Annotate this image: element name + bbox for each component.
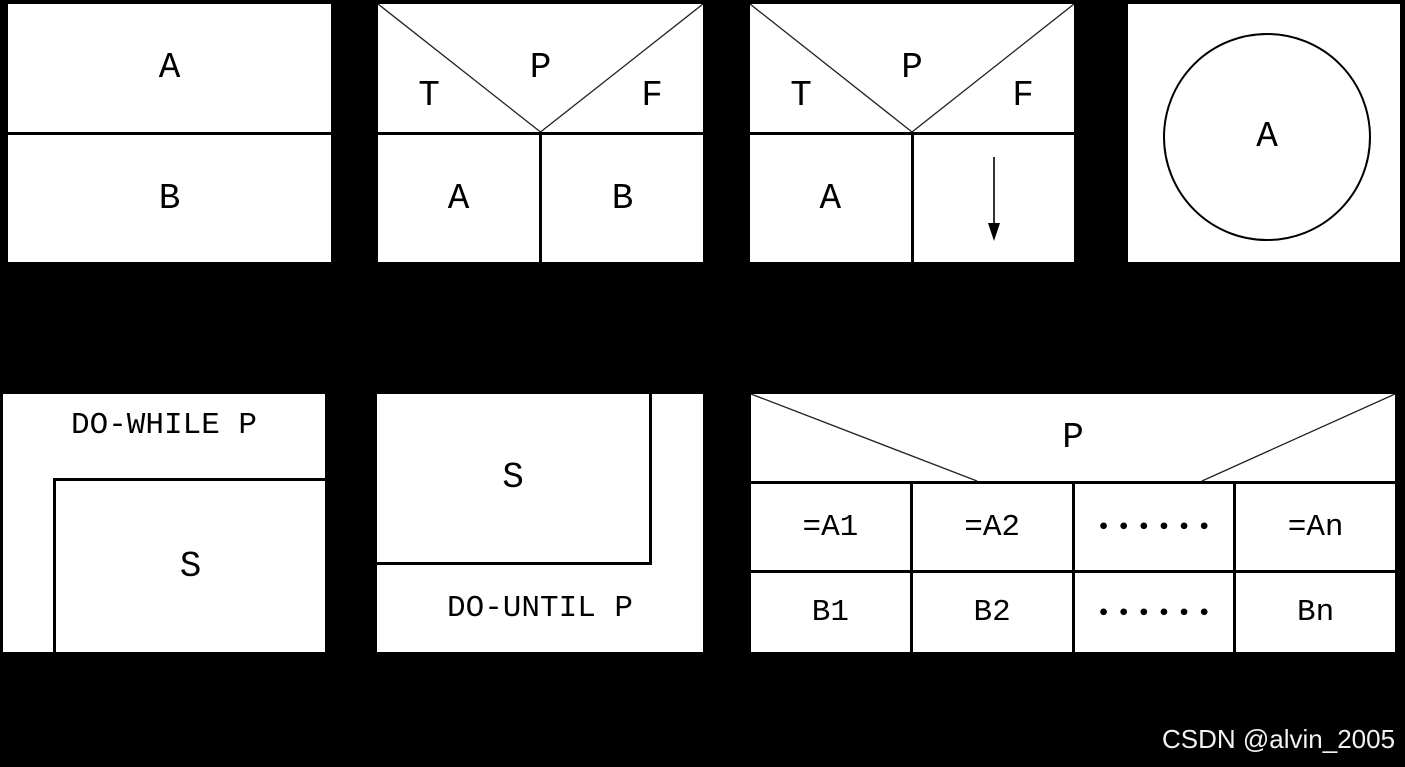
if-else-false-label: F xyxy=(641,75,663,116)
case-label-1: =A1 xyxy=(802,509,859,545)
case-body-row: B1 B2 •••••• Bn xyxy=(751,570,1395,652)
process-circle-box: A xyxy=(1128,4,1400,262)
case-body-cell: B1 xyxy=(751,573,910,652)
do-while-header: DO-WHILE P xyxy=(70,407,258,443)
case-label-n: =An xyxy=(1287,509,1344,545)
sequence-structure-box: A B xyxy=(8,4,331,262)
sequence-part-b-label: B xyxy=(158,177,181,219)
do-until-body-label: S xyxy=(502,457,524,498)
case-label-2: =A2 xyxy=(964,509,1021,545)
circle-label: A xyxy=(1256,116,1278,157)
case-label-ellipsis: •••••• xyxy=(1097,516,1219,538)
condition-v-lines xyxy=(750,4,1074,132)
do-until-structure-box: S DO-UNTIL P xyxy=(377,394,703,652)
case-label-cell: =An xyxy=(1233,484,1395,570)
condition-v-lines xyxy=(378,4,703,132)
case-body-cell: Bn xyxy=(1233,573,1395,652)
if-only-branches: A xyxy=(750,132,1074,262)
case-body-1: B1 xyxy=(811,595,849,630)
do-while-body-cell: S xyxy=(53,478,325,652)
case-label-cell: =A2 xyxy=(909,484,1072,570)
case-structure-box: P =A1 =A2 •••••• =An B1 xyxy=(751,394,1395,652)
if-only-condition-section: P T F xyxy=(750,4,1074,132)
sequence-part-b-cell: B xyxy=(8,132,331,262)
if-else-branches: A B xyxy=(378,132,703,262)
if-only-condition-label: P xyxy=(901,47,923,88)
if-only-structure-box: P T F A xyxy=(750,4,1074,262)
sequence-part-a-cell: A xyxy=(8,4,331,132)
sequence-part-a-label: A xyxy=(158,47,181,88)
if-else-false-branch-cell: B xyxy=(539,135,703,262)
case-label-cell: •••••• xyxy=(1071,484,1234,570)
case-body-ellipsis: •••••• xyxy=(1097,601,1219,624)
do-until-body-cell: S xyxy=(377,394,652,565)
do-until-footer: DO-UNTIL P xyxy=(446,591,634,626)
case-label-cell: =A1 xyxy=(751,484,910,570)
case-condition-label: P xyxy=(1062,417,1084,458)
case-label-row: =A1 =A2 •••••• =An xyxy=(751,481,1395,570)
if-only-true-label: T xyxy=(790,75,812,116)
if-else-true-label: T xyxy=(418,75,440,116)
case-grid: =A1 =A2 •••••• =An B1 B2 xyxy=(751,481,1395,652)
if-only-false-label: F xyxy=(1012,75,1034,116)
if-else-condition-section: P T F xyxy=(378,4,703,132)
case-body-2: B2 xyxy=(973,595,1011,630)
if-else-structure-box: P T F A B xyxy=(378,4,703,262)
case-body-cell: •••••• xyxy=(1071,573,1234,652)
do-while-structure-box: DO-WHILE P S xyxy=(3,394,325,652)
if-only-true-branch-label: A xyxy=(819,177,842,219)
if-else-false-branch-label: B xyxy=(611,177,634,219)
if-else-condition-label: P xyxy=(529,47,552,88)
csdn-watermark: CSDN @alvin_2005 xyxy=(1162,724,1396,754)
case-condition-section: P xyxy=(751,394,1395,481)
if-else-true-branch-label: A xyxy=(447,177,470,219)
arrow-down-icon xyxy=(987,156,1000,241)
if-only-true-branch-cell: A xyxy=(750,135,911,262)
case-body-n: Bn xyxy=(1297,595,1335,630)
circle-shape: A xyxy=(1163,33,1371,241)
if-only-false-branch-cell xyxy=(910,135,1075,262)
do-while-body-label: S xyxy=(179,545,202,587)
if-else-true-branch-cell: A xyxy=(378,135,539,262)
case-body-cell: B2 xyxy=(909,573,1072,652)
condition-diagonal-lines xyxy=(751,394,1395,481)
